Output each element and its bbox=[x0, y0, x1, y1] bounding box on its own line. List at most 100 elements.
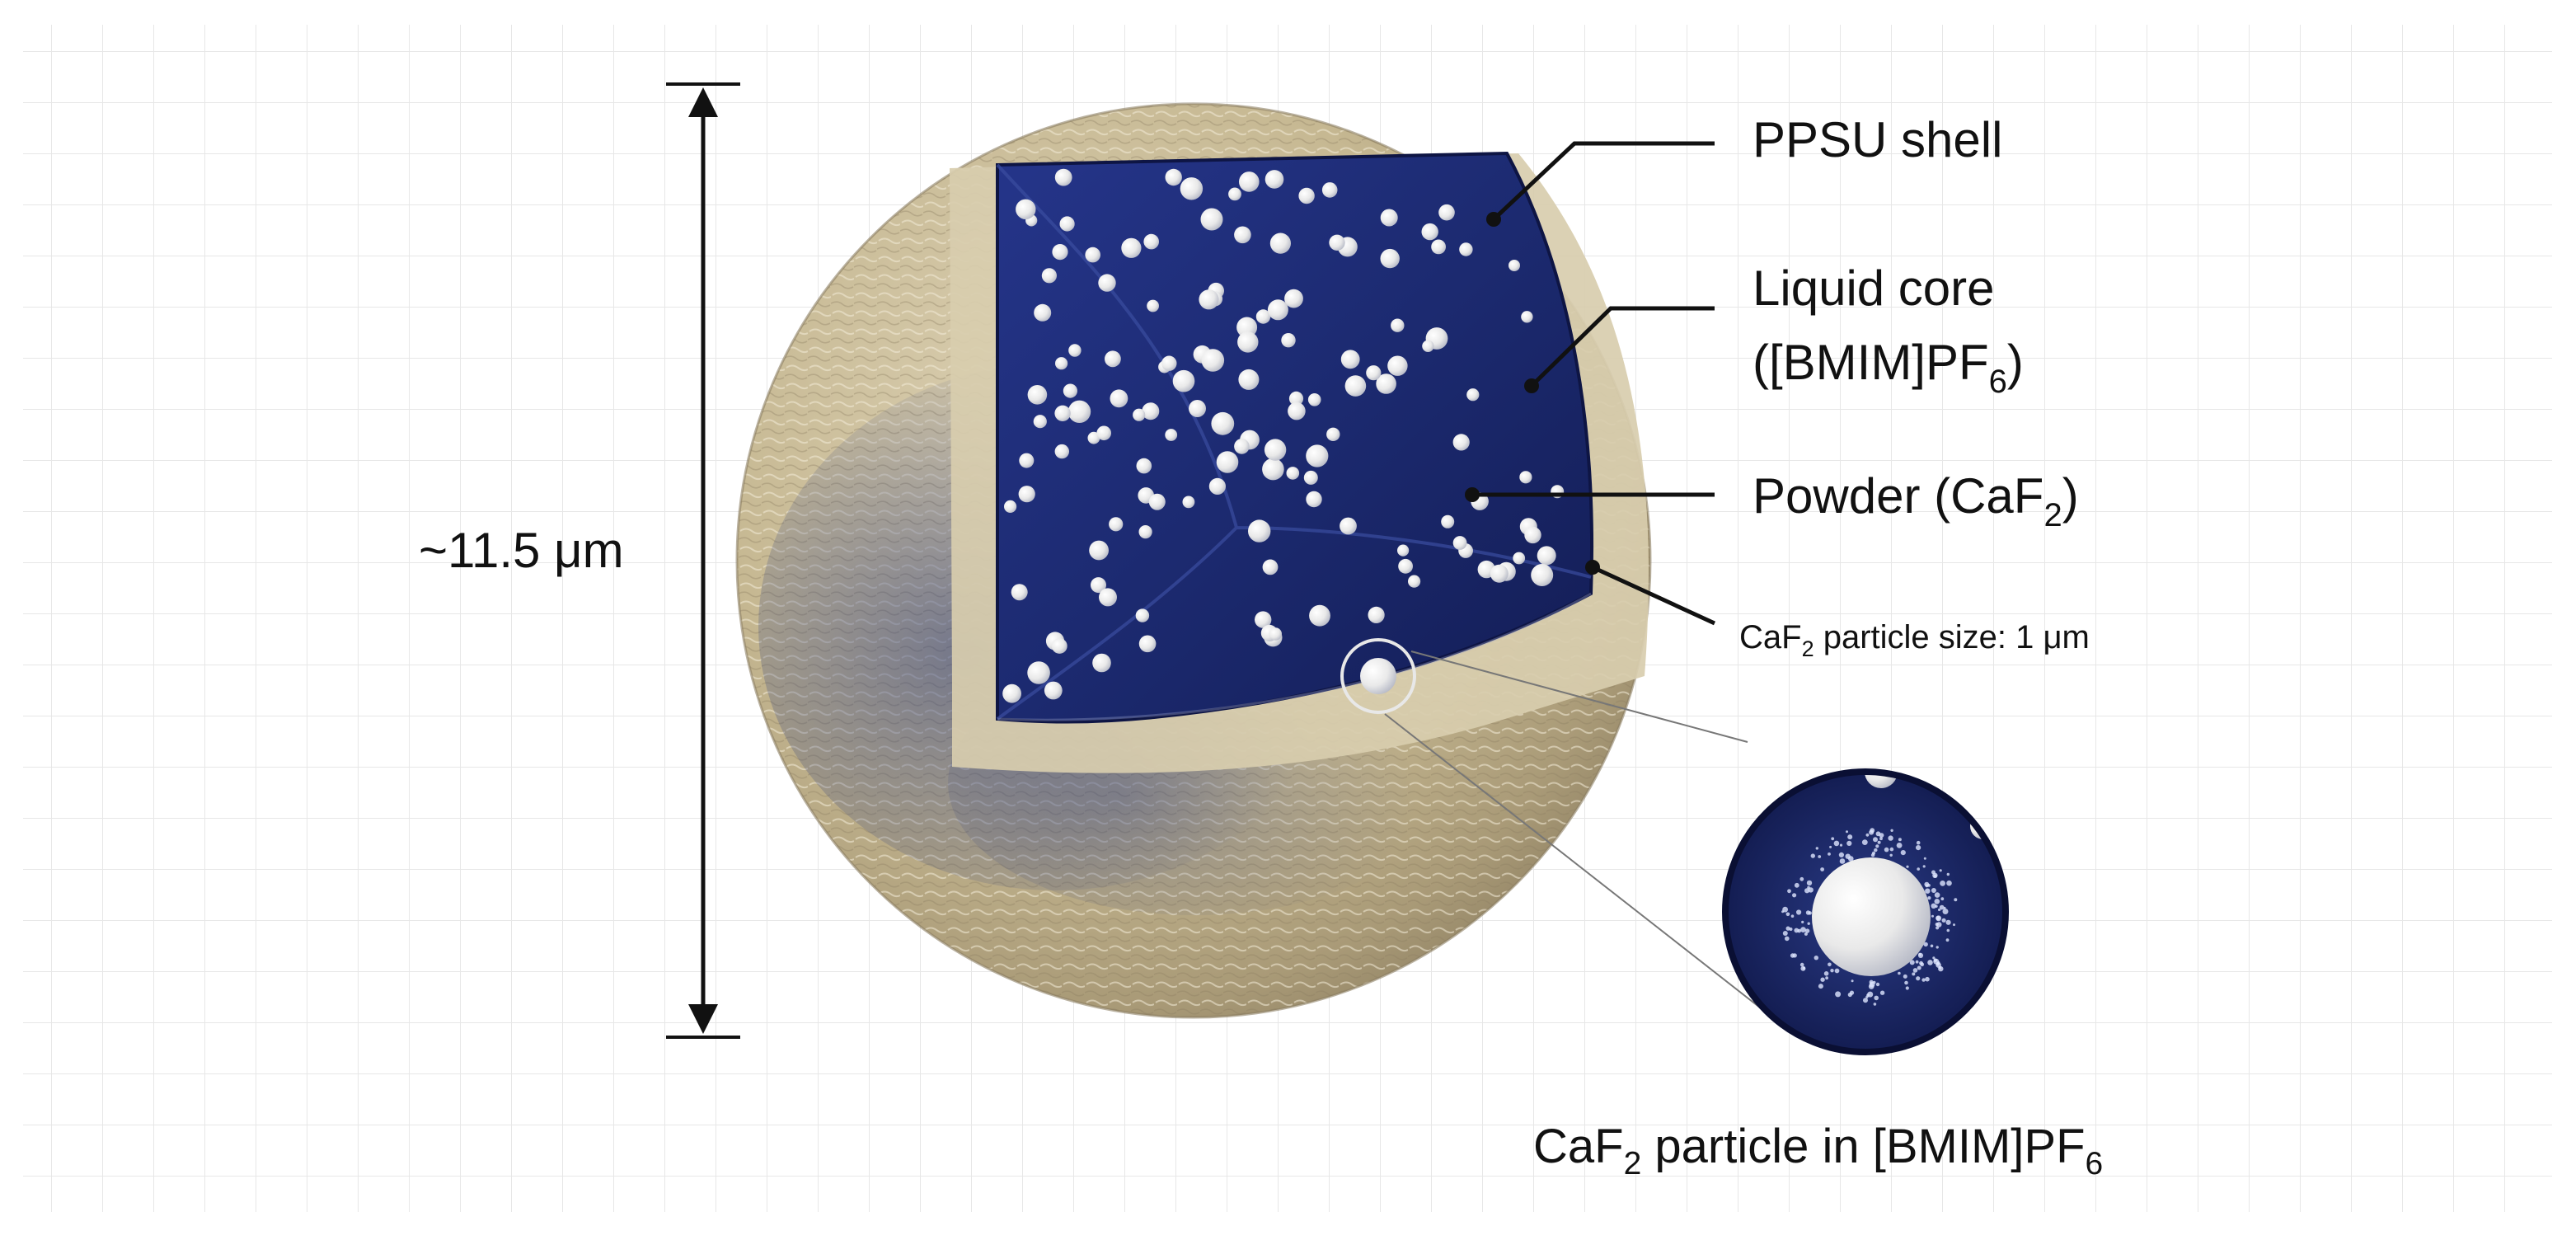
caf2-particle bbox=[1509, 260, 1520, 271]
caf2-particle bbox=[1421, 223, 1438, 241]
caf2-particle bbox=[1211, 411, 1235, 435]
particle-size-rest: particle size: 1 μm bbox=[1814, 619, 2090, 655]
caf2-particle bbox=[1513, 552, 1526, 565]
caf2-particle bbox=[1099, 588, 1117, 607]
caf2-particle bbox=[1262, 458, 1284, 481]
zoomed-caf2-particle bbox=[1812, 857, 1931, 976]
caf2-particle bbox=[1027, 661, 1050, 684]
dimension-arrow-icon bbox=[666, 82, 740, 1039]
caf2-particle bbox=[1138, 525, 1152, 539]
caf2-particle bbox=[1161, 355, 1177, 371]
caf2-particle bbox=[1092, 653, 1111, 673]
caf2-particle bbox=[1133, 408, 1146, 421]
caf2-particle bbox=[1044, 681, 1063, 700]
caf2-particle bbox=[1018, 486, 1035, 503]
caf2-particle bbox=[1109, 517, 1124, 532]
caf2-particle bbox=[1255, 611, 1272, 628]
caf2-particle bbox=[1298, 187, 1315, 204]
caf2-particle bbox=[1524, 526, 1541, 544]
caf2-particle bbox=[1459, 242, 1473, 256]
caf2-particle bbox=[1052, 244, 1068, 261]
caf2-particle bbox=[1368, 606, 1385, 624]
caf2-particle bbox=[1306, 491, 1322, 508]
caf2-particle bbox=[1288, 402, 1306, 420]
caf2-particle bbox=[1309, 604, 1330, 627]
dimension-label: ~11.5 μm bbox=[419, 523, 624, 578]
leader-shell bbox=[1492, 141, 1715, 221]
caf2-particle bbox=[1105, 350, 1121, 368]
caf2-particle bbox=[1143, 233, 1159, 250]
caf2-particle bbox=[1387, 355, 1408, 376]
caf2-particle bbox=[1281, 333, 1296, 348]
caf2-particle bbox=[1391, 318, 1405, 332]
caf2-particle bbox=[1148, 493, 1166, 510]
shell-label: PPSU shell bbox=[1753, 112, 2002, 167]
caf2-particle bbox=[1255, 309, 1271, 324]
caf2-particle bbox=[1376, 373, 1396, 394]
caf2-particle bbox=[1034, 303, 1052, 322]
core-label: Liquid core bbox=[1753, 261, 1995, 316]
caf2-particle bbox=[1398, 558, 1413, 574]
caf2-particle bbox=[1059, 216, 1075, 232]
caf2-particle bbox=[1366, 365, 1382, 381]
zoom-caption-sub: 2 bbox=[1624, 1146, 1642, 1181]
caf2-particle bbox=[1237, 331, 1259, 353]
caf2-particle bbox=[1068, 344, 1082, 357]
caf2-particle bbox=[1110, 389, 1128, 408]
caf2-particle bbox=[1340, 350, 1360, 369]
caf2-particle bbox=[1531, 564, 1554, 586]
caf2-particle bbox=[1054, 444, 1070, 459]
caf2-particle bbox=[1041, 268, 1057, 284]
microcapsule-sphere bbox=[735, 102, 1652, 1019]
caf2-particle bbox=[1466, 388, 1480, 402]
caf2-particle bbox=[1136, 458, 1152, 474]
particle-size-label: CaF2 particle size: 1 μm bbox=[1739, 619, 2090, 661]
caf2-particle bbox=[1087, 431, 1100, 444]
caf2-particle bbox=[1228, 187, 1241, 201]
caf2-particle bbox=[1239, 171, 1260, 192]
caf2-particle bbox=[1135, 608, 1150, 622]
caf2-particle bbox=[1288, 391, 1304, 406]
caf2-particle bbox=[1537, 546, 1556, 566]
caf2-particle bbox=[1165, 168, 1182, 186]
caf2-particle bbox=[1096, 425, 1111, 441]
caf2-particle bbox=[1380, 209, 1398, 227]
caf2-particle bbox=[1264, 439, 1287, 461]
caf2-particle bbox=[1438, 204, 1455, 221]
zoom-line-top bbox=[1410, 651, 1748, 743]
caf2-particle bbox=[1054, 405, 1071, 421]
caf2-particles bbox=[1002, 168, 1565, 703]
caf2-particle bbox=[1011, 584, 1028, 601]
caf2-particle bbox=[1422, 340, 1434, 352]
caf2-particle bbox=[1200, 208, 1223, 231]
caf2-particle bbox=[1269, 233, 1291, 254]
caf2-particle bbox=[1265, 170, 1284, 189]
caf2-particle bbox=[1452, 536, 1467, 550]
caf2-particle bbox=[1182, 496, 1195, 509]
zoom-line-bottom bbox=[1384, 713, 1765, 1012]
caf2-particle bbox=[1284, 289, 1303, 308]
caf2-particle bbox=[1055, 357, 1068, 370]
caf2-particle bbox=[1189, 400, 1206, 417]
caf2-particle bbox=[1238, 369, 1260, 390]
caf2-particle bbox=[1234, 439, 1250, 454]
caf2-particle bbox=[1234, 226, 1251, 244]
caf2-particle bbox=[1121, 237, 1142, 258]
caf2-particle bbox=[1033, 415, 1047, 429]
caf2-particle bbox=[1408, 575, 1421, 588]
caf2-particle bbox=[1431, 239, 1446, 255]
caf2-particle bbox=[1180, 177, 1204, 200]
powder-label: Powder (CaF2) bbox=[1753, 468, 2079, 533]
zoom-circle-icon bbox=[1722, 768, 2009, 1055]
caf2-particle bbox=[1397, 544, 1410, 557]
highlighted-particle bbox=[1360, 658, 1396, 694]
caf2-particle bbox=[1208, 477, 1226, 496]
caf2-particle bbox=[1165, 429, 1178, 441]
caf2-particle bbox=[1380, 248, 1400, 269]
powder-close: ) bbox=[2062, 468, 2079, 524]
caf2-particle bbox=[1521, 311, 1533, 323]
powder-sub: 2 bbox=[2043, 497, 2062, 533]
caf2-particle bbox=[1147, 299, 1159, 312]
caf2-particle bbox=[1307, 393, 1321, 406]
zoom-caption-main: CaF bbox=[1533, 1120, 1624, 1173]
